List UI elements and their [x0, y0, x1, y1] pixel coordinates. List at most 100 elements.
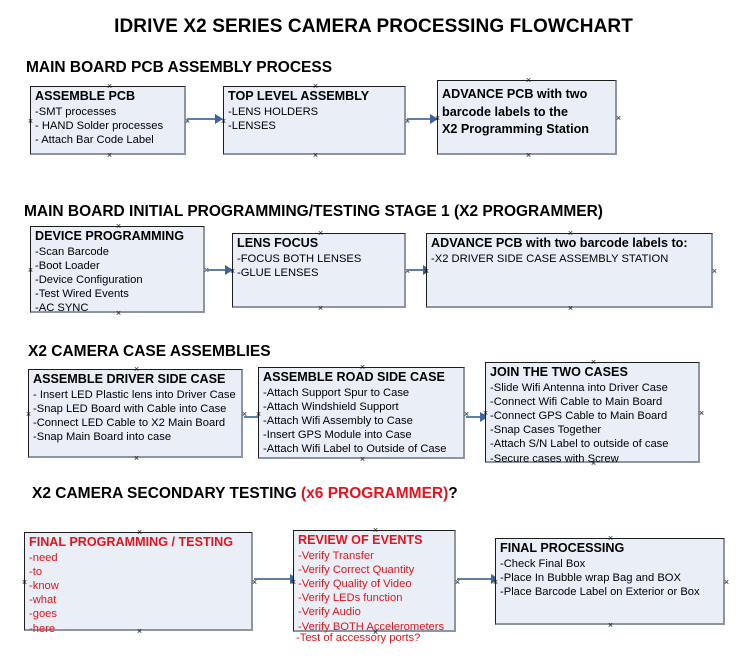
box-line: -Attach Windshield Support: [263, 400, 399, 413]
box-line: -Snap Main Board into case: [33, 431, 172, 444]
section-heading-text: X2 CAMERA CASE ASSEMBLIES: [28, 343, 271, 360]
box-line: -Secure cases with Screw: [490, 452, 619, 465]
box-line: -Verify Correct Quantity: [298, 563, 415, 576]
box-join-the-two-cases[interactable]: JOIN THE TWO CASES -Slide Wifi Antenna i…: [485, 362, 700, 466]
box-title: REVIEW OF EVENTS: [298, 533, 423, 547]
box-title: LENS FOCUS: [237, 236, 319, 250]
arrow-top-level-assembly-to-advance-pcb: [407, 114, 438, 124]
box-line: -to: [29, 565, 43, 578]
box-title: FINAL PROGRAMMING / TESTING: [29, 535, 234, 549]
box-title: DEVICE PROGRAMMING: [35, 229, 185, 243]
box-line: - HAND Solder processes: [35, 119, 164, 132]
box-line: -SMT processes: [35, 105, 117, 118]
box-line: -Scan Barcode: [35, 245, 110, 258]
box-line: - Insert LED Plastic lens into Driver Ca…: [33, 388, 236, 401]
resize-handle-bottom[interactable]: [317, 305, 324, 312]
box-line: -Snap Cases Together: [490, 424, 602, 437]
section-heading-x2-camera-case-assemblies: X2 CAMERA CASE ASSEMBLIES: [28, 343, 271, 361]
arrow-device-programming-to-lens-focus: [206, 265, 233, 275]
box-line: -Verify Quality of Video: [298, 577, 412, 590]
box-line: X2 Programming Station: [442, 122, 589, 136]
box-line: -goes: [29, 608, 57, 621]
box-body: -SMT processes - HAND Solder processes -…: [31, 105, 184, 148]
box-title: JOIN THE TWO CASES: [490, 365, 628, 379]
box-line: -Device Configuration: [35, 273, 143, 286]
box-title: TOP LEVEL ASSEMBLY: [228, 89, 370, 103]
box-line: -know: [29, 579, 59, 592]
box-line: -Slide Wifi Antenna into Driver Case: [490, 381, 668, 394]
box-advance-pcb-to-programming-station[interactable]: ADVANCE PCB with two barcode labels to t…: [437, 80, 617, 155]
box-line: -Verify Audio: [298, 606, 361, 619]
box-device-programming[interactable]: DEVICE PROGRAMMING -Scan Barcode -Boot L…: [30, 226, 205, 316]
resize-handle-right[interactable]: [711, 268, 718, 275]
box-line: -need: [29, 551, 58, 564]
resize-handle-bottom[interactable]: [607, 622, 614, 629]
box-lens-focus[interactable]: LENS FOCUS -FOCUS BOTH LENSES -GLUE LENS…: [232, 233, 406, 308]
section-heading-x2-camera-secondary-testing: X2 CAMERA SECONDARY TESTING (x6 PROGRAMM…: [32, 485, 458, 503]
box-line: -what: [29, 594, 57, 607]
section-heading-accent: (x6 PROGRAMMER): [301, 485, 449, 502]
arrow-review-of-events-to-final-processing: [457, 574, 499, 584]
box-body: -Check Final Box -Place In Bubble wrap B…: [496, 557, 723, 600]
box-title: ASSEMBLE PCB: [35, 89, 136, 103]
box-line: -FOCUS BOTH LENSES: [237, 252, 362, 265]
resize-handle-bottom[interactable]: [525, 152, 532, 159]
box-title: ASSEMBLE ROAD SIDE CASE: [263, 370, 445, 384]
box-line: -LENS HOLDERS: [228, 105, 319, 118]
box-body: -X2 DRIVER SIDE CASE ASSEMBLY STATION: [427, 252, 711, 266]
box-line: -Verify BOTH Accelerometers: [298, 620, 445, 633]
resize-handle-right[interactable]: [615, 115, 622, 122]
box-line: -Attach Support Spur to Case: [263, 386, 410, 399]
box-line: -Verify Transfer: [298, 549, 374, 562]
box-line: -Insert GPS Module into Case: [263, 429, 412, 442]
section-heading-main-board-initial-programming-testing-stage-1: MAIN BOARD INITIAL PROGRAMMING/TESTING S…: [24, 203, 603, 221]
section-heading-tail: ?: [448, 485, 458, 502]
box-line: -Connect GPS Cable to Main Board: [490, 409, 668, 422]
arrow-road-side-case-to-join-cases: [466, 412, 488, 422]
box-body: -Slide Wifi Antenna into Driver Case -Co…: [486, 381, 698, 466]
box-overflow-line: -Test of accessory ports?: [296, 632, 421, 644]
box-line: -Attach Wifi Label to Outside of Case: [263, 443, 447, 456]
box-line: -Connect Wifi Cable to Main Board: [490, 395, 663, 408]
box-line: -Check Final Box: [500, 557, 586, 570]
arrow-assemble-pcb-to-top-level-assembly: [187, 114, 223, 124]
box-line: -LENSES: [228, 119, 276, 132]
resize-handle-right[interactable]: [723, 579, 730, 586]
resize-handle-bottom[interactable]: [567, 305, 574, 312]
box-title: ADVANCE PCB with two barcode labels to:: [431, 236, 688, 250]
box-final-programming-testing[interactable]: FINAL PROGRAMMING / TESTING -need -to -k…: [24, 532, 253, 635]
box-assemble-driver-side-case[interactable]: ASSEMBLE DRIVER SIDE CASE - Insert LED P…: [28, 369, 243, 458]
box-body: -Scan Barcode -Boot Loader -Device Confi…: [31, 245, 203, 316]
box-assemble-pcb[interactable]: ASSEMBLE PCB -SMT processes - HAND Solde…: [30, 86, 186, 155]
box-body: -need -to -know -what -goes -here: [25, 551, 251, 636]
arrow-final-programming-to-review-of-events: [254, 574, 298, 584]
box-top-level-assembly[interactable]: TOP LEVEL ASSEMBLY -LENS HOLDERS -LENSES: [223, 86, 406, 155]
box-line: -Connect LED Cable to X2 Main Board: [33, 416, 226, 429]
resize-handle-right[interactable]: [698, 410, 705, 417]
resize-handle-bottom[interactable]: [106, 152, 113, 159]
box-advance-pcb-to-driver-side-case-assembly[interactable]: ADVANCE PCB with two barcode labels to: …: [426, 233, 713, 308]
box-body: -Verify Transfer -Verify Correct Quantit…: [294, 549, 454, 634]
box-line: -AC SYNC: [35, 302, 89, 315]
section-heading-main-board-pcb-assembly-process: MAIN BOARD PCB ASSEMBLY PROCESS: [26, 59, 332, 77]
box-line: -Attach Wifi Assembly to Case: [263, 414, 413, 427]
box-line: -X2 DRIVER SIDE CASE ASSEMBLY STATION: [431, 252, 669, 265]
box-title: ASSEMBLE DRIVER SIDE CASE: [33, 372, 226, 386]
box-line: -Snap LED Board with Cable into Case: [33, 402, 227, 415]
box-body: -Attach Support Spur to Case -Attach Win…: [259, 386, 463, 457]
box-final-processing[interactable]: FINAL PROCESSING -Check Final Box -Place…: [495, 538, 725, 625]
box-line: - Attach Bar Code Label: [35, 133, 154, 146]
box-assemble-road-side-case[interactable]: ASSEMBLE ROAD SIDE CASE -Attach Support …: [258, 367, 465, 459]
resize-handle-bottom[interactable]: [133, 455, 140, 462]
resize-handle-bottom[interactable]: [312, 152, 319, 159]
page-title: IDRIVE X2 SERIES CAMERA PROCESSING FLOWC…: [114, 16, 633, 37]
box-body: - Insert LED Plastic lens into Driver Ca…: [29, 388, 241, 445]
box-line: -Test Wired Events: [35, 288, 129, 301]
box-review-of-events[interactable]: REVIEW OF EVENTS -Verify Transfer -Verif…: [293, 530, 456, 644]
section-heading-text: MAIN BOARD INITIAL PROGRAMMING/TESTING S…: [24, 203, 603, 220]
resize-handle-bottom[interactable]: [359, 456, 366, 463]
box-line: -Boot Loader: [35, 259, 100, 272]
section-heading-text: MAIN BOARD PCB ASSEMBLY PROCESS: [26, 59, 333, 76]
box-line: -Place In Bubble wrap Bag and BOX: [500, 571, 681, 584]
box-line: -Attach S/N Label to outside of case: [490, 438, 669, 451]
